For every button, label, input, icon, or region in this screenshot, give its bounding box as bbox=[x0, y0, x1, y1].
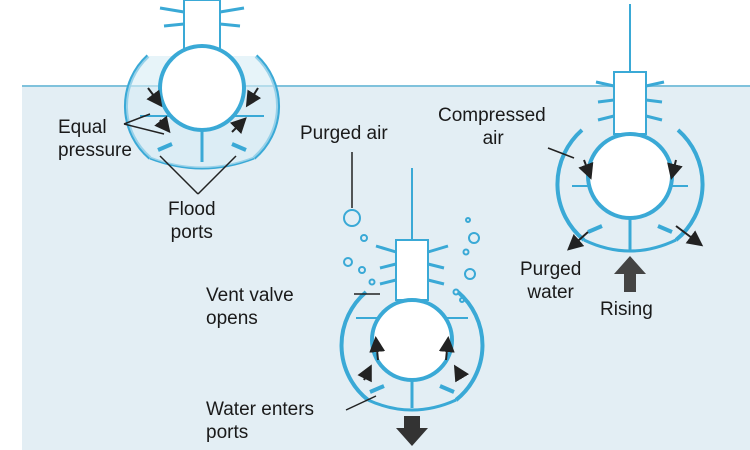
pressure-hull bbox=[586, 132, 674, 220]
outer-hull bbox=[555, 128, 705, 242]
pressure-hull bbox=[158, 44, 246, 132]
submarine-diving bbox=[339, 168, 485, 446]
submarine-surfaced bbox=[123, 0, 281, 170]
label-line: Compressed bbox=[438, 105, 546, 126]
submarine-rising bbox=[555, 4, 705, 292]
label-line: ports bbox=[170, 222, 213, 243]
label-water-enters-ports: Water enters ports bbox=[206, 398, 314, 444]
label-line: Purged bbox=[520, 259, 582, 280]
pressure-hull bbox=[370, 298, 454, 382]
label-line: Equal bbox=[58, 117, 107, 138]
leader-flood-ports bbox=[159, 155, 237, 195]
label-rising: Rising bbox=[600, 298, 653, 321]
sail bbox=[613, 71, 647, 135]
label-line: Vent valve bbox=[206, 285, 294, 306]
leader-water-enters bbox=[345, 395, 377, 411]
label-line: air bbox=[482, 128, 504, 149]
leader-compressed-air bbox=[547, 147, 575, 159]
label-line: pressure bbox=[58, 140, 132, 161]
label-flood-ports: Flood ports bbox=[168, 198, 216, 244]
label-line: opens bbox=[206, 308, 258, 329]
label-line: Water enters bbox=[206, 399, 315, 420]
label-purged-air: Purged air bbox=[300, 122, 388, 145]
label-compressed-air: Compressed air bbox=[438, 104, 546, 150]
outer-hull bbox=[339, 290, 485, 402]
sinking-arrow bbox=[396, 416, 428, 446]
label-line: water bbox=[527, 282, 574, 303]
label-line: ports bbox=[206, 422, 249, 443]
label-vent-valve-opens: Vent valve opens bbox=[206, 284, 294, 330]
label-line: Purged air bbox=[300, 123, 388, 144]
air-bubbles bbox=[343, 209, 480, 303]
label-equal-pressure: Equal pressure bbox=[58, 116, 132, 162]
label-line: Flood bbox=[168, 199, 216, 220]
label-line: Rising bbox=[600, 299, 653, 320]
rising-arrow bbox=[614, 256, 646, 292]
label-purged-water: Purged water bbox=[520, 258, 581, 304]
sail bbox=[395, 239, 429, 301]
leader-equal-pressure bbox=[123, 113, 165, 135]
